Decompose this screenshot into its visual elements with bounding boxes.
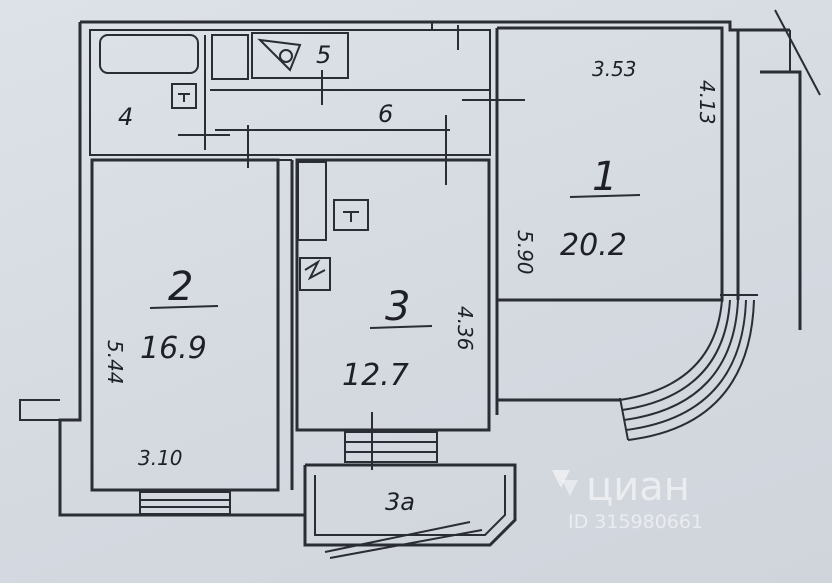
service-block-frame <box>89 29 491 156</box>
room-3-radiator-box <box>299 257 331 291</box>
room-5-outline <box>251 32 349 79</box>
cabinet <box>211 34 249 80</box>
room-3-fraction-bar <box>369 325 433 329</box>
room-2-height-dim: 5.44 <box>103 340 127 385</box>
bay-far-wall <box>760 70 802 330</box>
toilet-bowl-icon <box>279 49 293 63</box>
balcony-3a-outline <box>303 463 517 547</box>
room-4-number: 4 <box>118 103 133 131</box>
cian-logo-icon <box>552 470 578 496</box>
room-1-area: 20.2 <box>560 228 627 263</box>
bay-window-arc <box>619 294 758 441</box>
toilet-icon <box>257 38 302 72</box>
room-2-fraction-bar <box>149 305 219 309</box>
bathtub <box>99 34 199 74</box>
room-4-sink <box>171 83 197 109</box>
room-3-outlet-box <box>333 199 369 231</box>
room-3a-number: 3a <box>385 488 415 516</box>
room-3-outline <box>295 158 491 432</box>
radiator-zigzag <box>304 259 326 281</box>
room-1-width-dim: 3.53 <box>592 57 637 81</box>
entrance-stub <box>19 399 60 421</box>
room-5-number: 5 <box>316 41 331 69</box>
room-2-window <box>139 491 231 515</box>
balcony-3a-rail-2 <box>329 529 483 559</box>
watermark-brand: циан <box>586 464 690 510</box>
watermark-listing-id: ID 315980661 <box>568 511 703 533</box>
room-6-number: 6 <box>378 100 393 128</box>
room-3-number: 3 <box>385 284 410 330</box>
bay-diagonal-rail <box>774 9 821 96</box>
room-3-window <box>344 431 438 463</box>
room-1-fraction-bar <box>569 194 641 198</box>
room-3-closet <box>297 161 327 241</box>
room-1-left-wall-dim: 5.90 <box>513 230 537 275</box>
room-1-number: 1 <box>592 154 617 200</box>
balcony-3a-inner <box>314 475 506 536</box>
top-wall <box>80 20 790 32</box>
watermark: циан ID 315980661 <box>552 464 703 533</box>
room-1-depth-dim: 4.13 <box>695 80 719 125</box>
room-1-outline <box>497 26 724 302</box>
room-2-width-dim: 3.10 <box>138 446 183 470</box>
room-3-height-dim: 4.36 <box>453 306 477 351</box>
balcony-3a-rail <box>324 521 471 553</box>
room-2-number: 2 <box>168 264 193 310</box>
room-2-outline <box>90 158 280 492</box>
room-2-area: 16.9 <box>140 331 207 366</box>
room-3-area: 12.7 <box>342 358 409 393</box>
